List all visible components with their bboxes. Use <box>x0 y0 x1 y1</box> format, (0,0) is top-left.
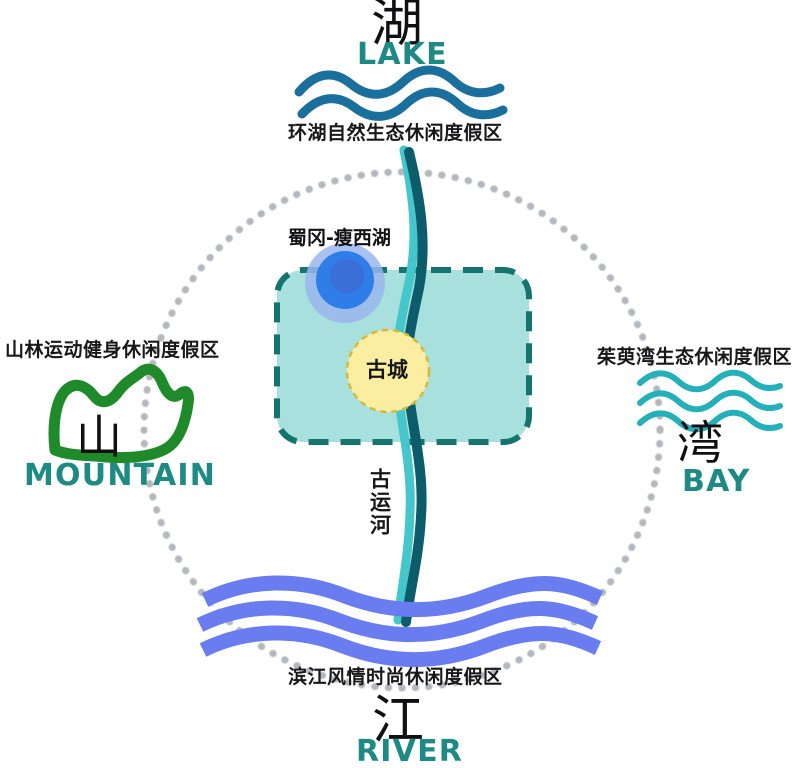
lake-waves-icon <box>294 65 508 121</box>
river-zone-label: 滨江风情时尚休闲度假区 <box>288 666 503 688</box>
mountain-ridge-icon <box>48 363 194 464</box>
lake-english-label: LAKE <box>357 37 448 72</box>
core-city-circle <box>345 328 431 414</box>
bay-waves-icon <box>637 369 783 433</box>
concentric-circle-marker-icon <box>305 243 385 323</box>
scenic-marker-label: 蜀冈-瘦西湖 <box>288 227 391 249</box>
river-glyph: 江 <box>372 691 425 751</box>
river-english-label: RIVER <box>356 734 464 768</box>
mountain-glyph: 山 <box>76 410 122 464</box>
canal-label: 古运河 <box>367 468 392 537</box>
bay-zone-label: 茱萸湾生态休闲度假区 <box>597 346 793 368</box>
river-waves-icon <box>196 575 604 667</box>
bay-english-label: BAY <box>682 464 751 499</box>
lake-zone-label: 环湖自然生态休闲度假区 <box>288 122 503 144</box>
mountain-english-label: MOUNTAIN <box>24 458 217 493</box>
mountain-zone-label: 山林运动健身休闲度假区 <box>5 339 220 361</box>
dotted-city-boundary-circle <box>140 168 664 692</box>
lake-glyph: 湖 <box>371 0 424 54</box>
core-zone-label: 古城 <box>366 358 408 382</box>
bay-glyph: 湾 <box>677 416 723 470</box>
